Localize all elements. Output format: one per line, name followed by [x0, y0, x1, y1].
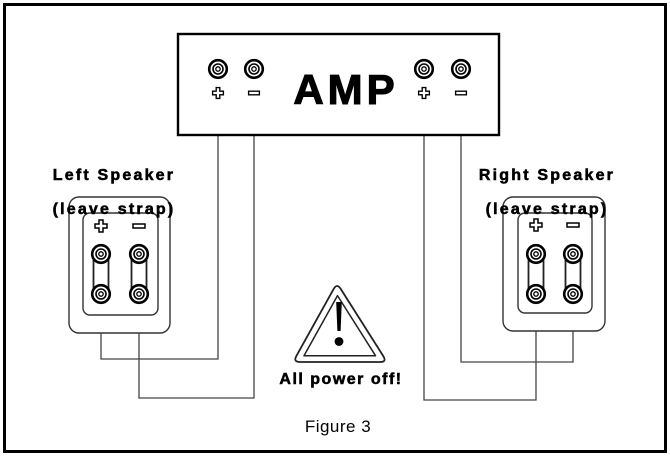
amp-unit	[176, 32, 501, 137]
wire-left-negative	[138, 78, 255, 399]
amp-terminal-left-minus-icon	[243, 58, 265, 80]
minus-icon	[454, 90, 468, 96]
left-speaker-subtitle: (leave strap)	[52, 201, 176, 219]
amp-terminal-right-minus-icon	[450, 58, 472, 80]
warning-text: All power off!	[279, 371, 403, 389]
amp-title: AMP	[293, 66, 399, 113]
left-speaker-panel	[68, 196, 171, 334]
terminal-icon	[128, 283, 150, 305]
terminal-icon	[90, 283, 112, 305]
terminal-icon	[525, 283, 547, 305]
figure-border	[3, 3, 667, 453]
right-speaker-label: Right Speaker (leave strap)	[467, 150, 627, 235]
right-speaker-title: Right Speaker	[478, 167, 616, 185]
terminal-icon	[562, 243, 584, 265]
terminal-icon	[562, 283, 584, 305]
amp-terminal-right-plus-icon	[413, 58, 435, 80]
minus-icon	[247, 90, 261, 96]
exclamation-dot	[334, 337, 344, 346]
wire-right-positive	[423, 78, 537, 401]
warning-triangle-icon	[294, 285, 386, 363]
right-speaker-subtitle: (leave strap)	[485, 201, 609, 219]
amp-box	[176, 32, 501, 137]
left-speaker-title: Left Speaker	[52, 167, 176, 185]
terminal-icon	[525, 243, 547, 265]
terminal-icon	[90, 243, 112, 265]
exclamation-bar	[336, 302, 342, 331]
terminal-icon	[128, 243, 150, 265]
amp-terminal-left-plus-icon	[207, 58, 229, 80]
figure-caption: Figure 3	[304, 417, 372, 436]
left-speaker-label: Left Speaker (leave strap)	[34, 150, 194, 235]
right-speaker-panel	[502, 196, 606, 332]
